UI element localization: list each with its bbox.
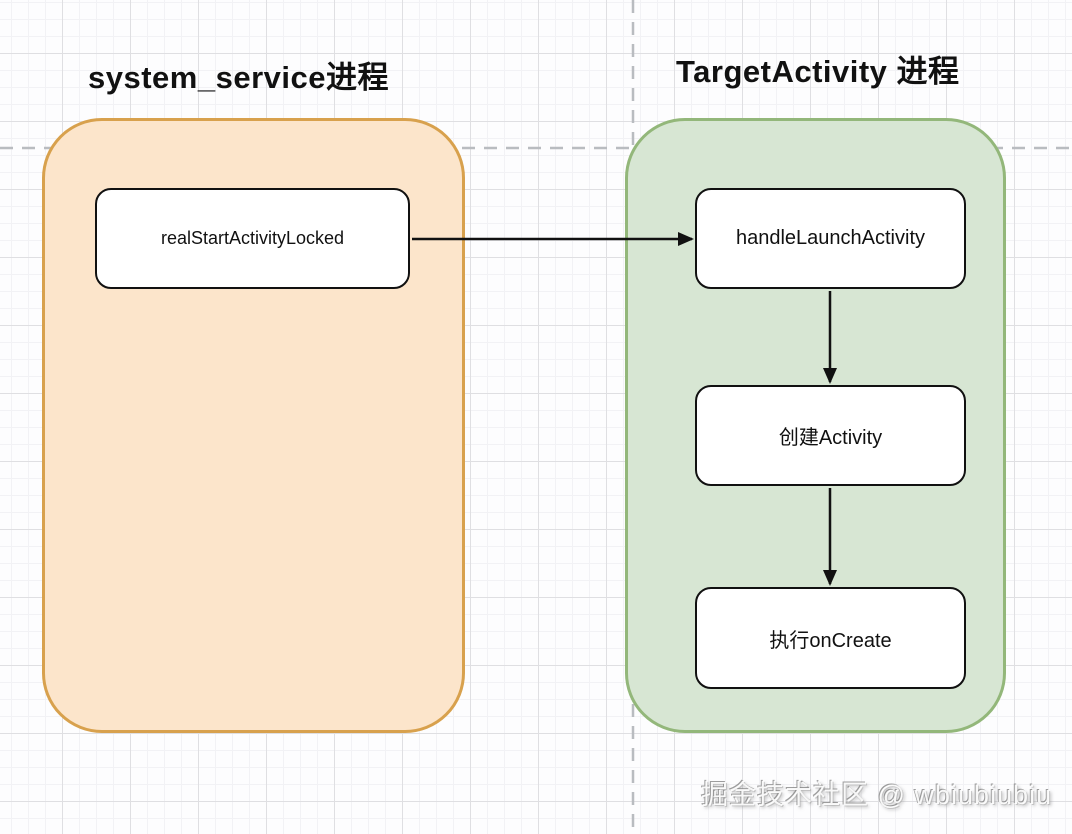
juejin-watermark: 掘金技术社区 @ wbiubiubiu	[700, 780, 1052, 810]
flow-node-handlelaunchactivity: handleLaunchActivity	[695, 188, 966, 289]
right-process-title: TargetActivity 进程	[676, 54, 960, 89]
flow-node-oncreate: 执行onCreate	[695, 587, 966, 689]
left-process-title: system_service进程	[88, 60, 389, 95]
flow-node-create-activity: 创建Activity	[695, 385, 966, 486]
flow-node-realstartactivitylocked: realStartActivityLocked	[95, 188, 410, 289]
